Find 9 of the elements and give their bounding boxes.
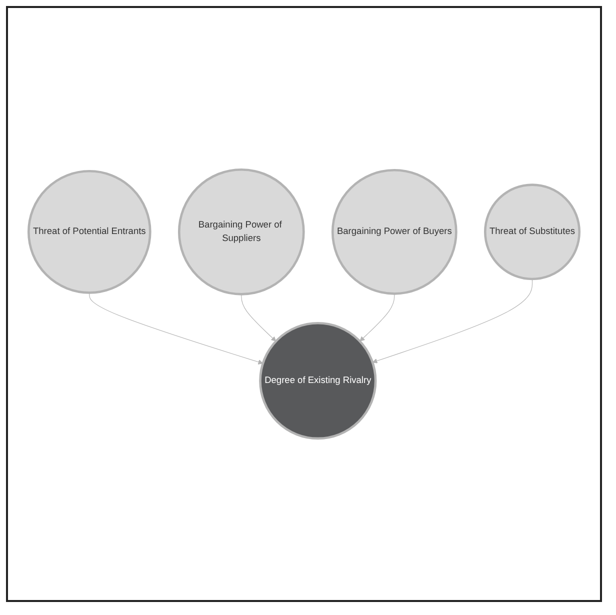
arrow bbox=[241, 294, 276, 342]
node-circle: Threat of Potential Entrants bbox=[27, 170, 152, 294]
node-circle: Bargaining Power of Suppliers bbox=[178, 168, 305, 296]
arrow bbox=[360, 293, 395, 342]
arrow bbox=[89, 292, 264, 364]
node-circle: Degree of Existing Rivalry bbox=[259, 322, 377, 440]
arrow bbox=[372, 278, 533, 364]
node-circle: Threat of Substitutes bbox=[484, 184, 581, 280]
node-circle: Bargaining Power of Buyers bbox=[331, 168, 458, 295]
